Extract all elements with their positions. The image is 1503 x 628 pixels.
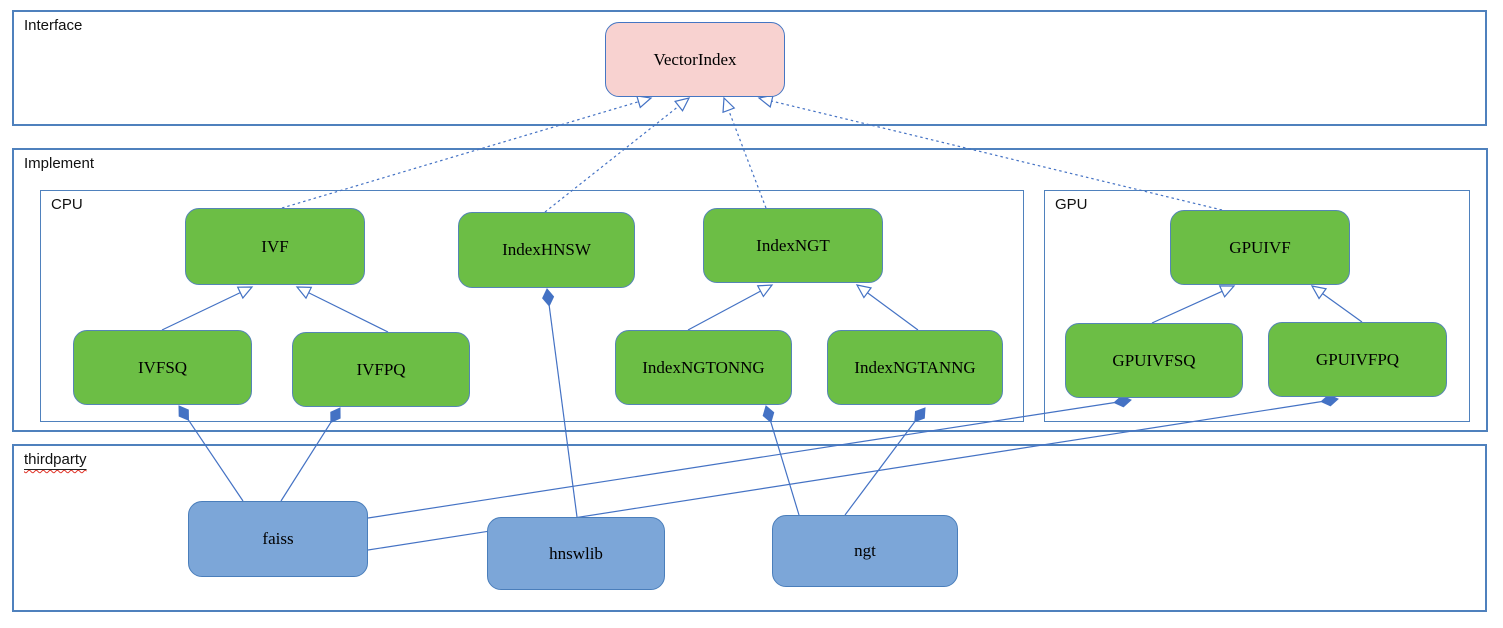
node-ngt: ngt: [772, 515, 958, 587]
node-IVF: IVF: [185, 208, 365, 285]
node-VectorIndex: VectorIndex: [605, 22, 785, 97]
section-label-text: Interface: [24, 17, 83, 34]
node-IVFPQ: IVFPQ: [292, 332, 470, 407]
node-GPUIVFPQ: GPUIVFPQ: [1268, 322, 1447, 397]
section-label-text: Implement: [24, 155, 95, 172]
node-label: IndexNGTANNG: [854, 357, 976, 377]
node-IVFSQ: IVFSQ: [73, 330, 252, 405]
node-label: IndexNGTONNG: [642, 357, 765, 377]
node-GPUIVF: GPUIVF: [1170, 210, 1350, 285]
node-label: faiss: [262, 529, 294, 548]
node-label: GPUIVFSQ: [1112, 350, 1196, 370]
node-label: IVFSQ: [137, 357, 188, 377]
section-label-text: thirdparty: [24, 451, 87, 468]
node-IndexHNSW: IndexHNSW: [458, 212, 635, 288]
node-GPUIVFSQ: GPUIVFSQ: [1065, 323, 1243, 398]
node-faiss: faiss: [188, 501, 368, 577]
node-label: GPUIVFPQ: [1315, 349, 1400, 369]
node-label: GPUIVF: [1229, 237, 1291, 257]
node-hnswlib: hnswlib: [487, 517, 665, 590]
section-label-gpu: GPU: [1055, 196, 1088, 215]
node-label: IndexHNSW: [502, 240, 591, 259]
node-IndexNGTONNG: IndexNGTONNG: [615, 330, 792, 405]
section-label-cpu: CPU: [51, 196, 83, 215]
node-label: hnswlib: [549, 543, 603, 563]
node-label: VectorIndex: [653, 49, 737, 69]
section-label-thirdparty: thirdparty: [24, 451, 87, 470]
section-label-text: GPU: [1055, 196, 1088, 213]
node-label: ngt: [854, 541, 876, 560]
node-IndexNGTANNG: IndexNGTANNG: [827, 330, 1003, 405]
section-label-text: CPU: [51, 196, 83, 213]
node-label: IVF: [261, 236, 289, 256]
section-label-interface: Interface: [24, 17, 82, 36]
node-label: IndexNGT: [756, 235, 830, 255]
section-label-implement: Implement: [24, 155, 94, 174]
node-IndexNGT: IndexNGT: [703, 208, 883, 283]
node-label: IVFPQ: [356, 359, 406, 379]
